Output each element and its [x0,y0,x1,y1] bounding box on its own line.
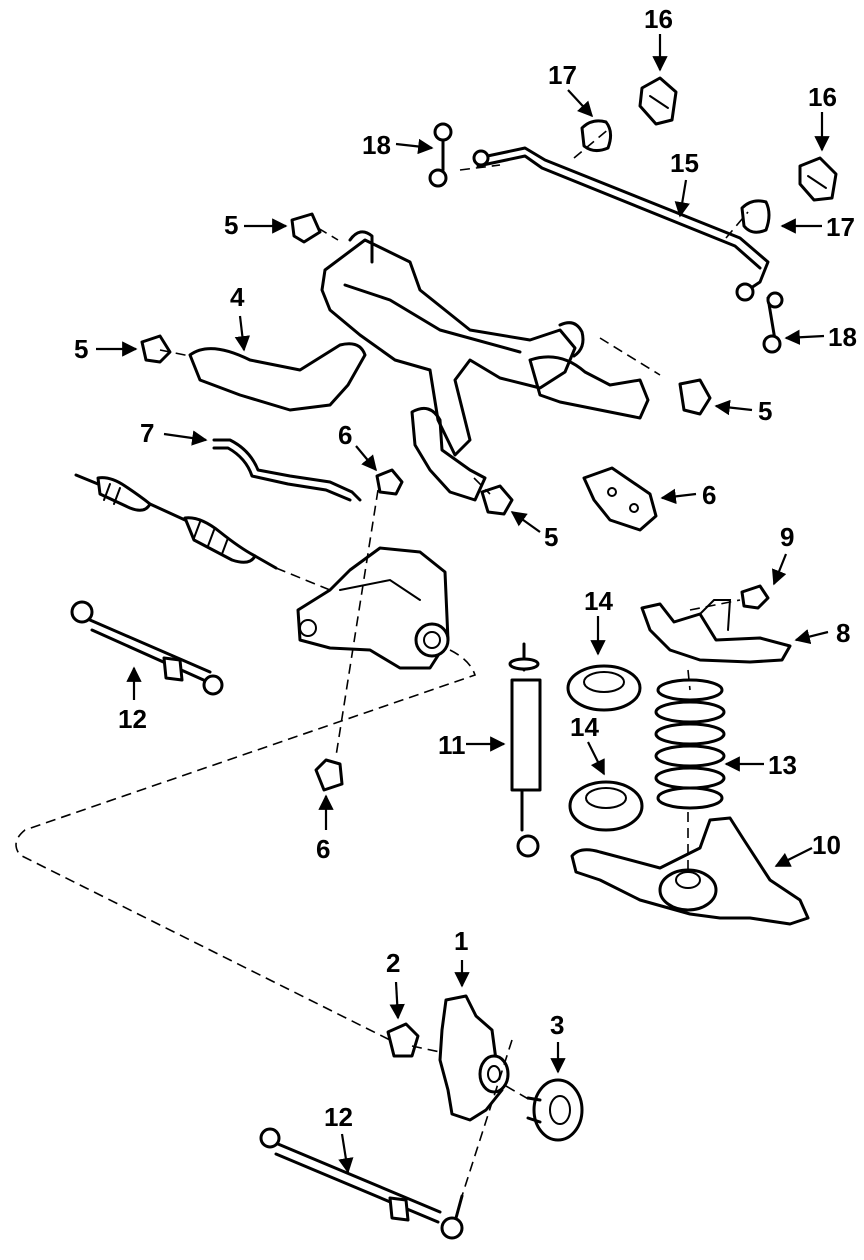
callout-13: 13 [768,750,797,780]
stabilizer-bushing-left [580,119,613,153]
callout-16-left: 16 [644,4,673,34]
subframe-bushing-left [140,334,172,364]
spring-seat-upper [566,664,642,712]
callout-labels: 1 2 3 4 5 5 5 5 6 6 6 7 8 9 10 11 12 12 … [74,4,857,1132]
callout-leaders [96,34,830,1174]
callout-6-upper: 6 [338,420,352,450]
lateral-link-lower [259,1127,464,1240]
callout-7: 7 [140,418,154,448]
callout-18-right: 18 [828,322,857,352]
shock-absorber [508,642,542,858]
vent-hose [212,438,362,502]
stabilizer-bracket-left [638,76,678,126]
assembly-guide-lines [15,127,749,1197]
wheel-hub [526,1078,584,1142]
subframe-bushing-upper [290,212,322,244]
callout-5-upper: 5 [224,210,238,240]
callout-6-right: 6 [702,480,716,510]
upper-control-arm [640,599,792,664]
stabilizer-link-right [735,282,784,354]
lateral-link-upper [70,600,224,696]
subframe-bushing-right [678,378,712,416]
callout-14-lower: 14 [570,712,599,742]
callout-12-lower: 12 [324,1102,353,1132]
knuckle [438,994,510,1122]
callout-15: 15 [670,148,699,178]
subframe-crossmember [188,230,650,502]
coil-spring [654,678,726,810]
upper-arm-bushing [740,584,770,610]
stabilizer-bar [476,146,770,294]
stabilizer-link-left [428,122,490,188]
differential-mount-lower [314,758,344,792]
callout-5-right: 5 [758,396,772,426]
stabilizer-bracket-right [798,156,838,202]
stabilizer-bushing-right [740,199,771,234]
callout-12-upper: 12 [118,704,147,734]
callout-8: 8 [836,618,850,648]
differential-mount-upper [375,468,404,496]
knuckle-bushing [386,1022,420,1058]
callout-5-lower: 5 [544,522,558,552]
callout-18-left: 18 [362,130,391,160]
differential-housing [296,546,450,670]
callout-5-left: 5 [74,334,88,364]
callout-11: 11 [438,730,466,760]
lower-control-arm [570,816,810,926]
drive-axle [74,473,278,570]
callout-4: 4 [230,282,245,312]
callout-16-right: 16 [808,82,837,112]
callout-9: 9 [780,522,794,552]
callout-3: 3 [550,1010,564,1040]
callout-17-right: 17 [826,212,855,242]
callout-17-left: 17 [548,60,577,90]
differential-mount-bracket [582,466,658,532]
callout-1: 1 [454,926,468,956]
callout-6-lower: 6 [316,834,330,864]
callout-14-upper: 14 [584,586,613,616]
callout-2: 2 [386,948,400,978]
callout-10: 10 [812,830,841,860]
spring-seat-lower [568,780,644,832]
